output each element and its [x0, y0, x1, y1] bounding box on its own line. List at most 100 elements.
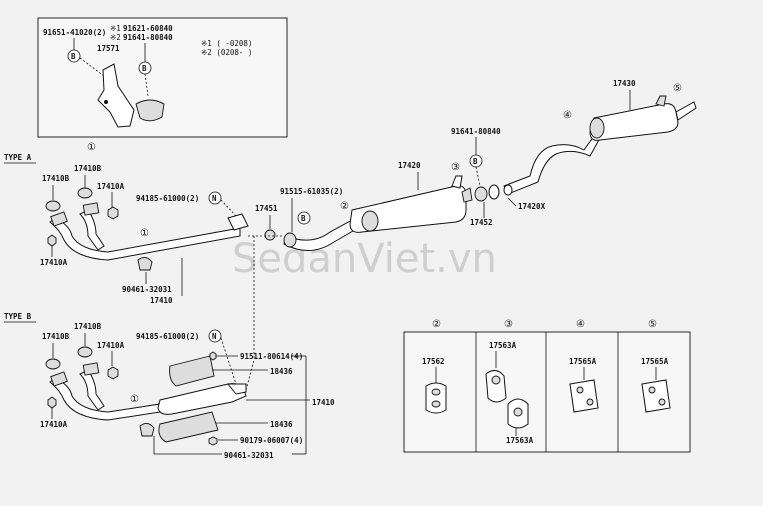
part-label: 17410A [97, 182, 125, 191]
heat-shield-upper-icon [169, 355, 215, 387]
rubber-mount-icon [425, 382, 447, 414]
section-title: TYPE B [4, 312, 32, 321]
part-label: 17452 [470, 218, 493, 227]
gasket-icon [77, 346, 93, 358]
heat-shield-lower-icon [158, 411, 219, 443]
bolt-n-badge [208, 329, 222, 343]
part-label: 18436 [270, 420, 293, 429]
hanger-icon [655, 95, 667, 107]
inset-note: ※1 ( -0208) [201, 39, 252, 48]
main-muffler-icon [589, 103, 679, 141]
part-label: 94185-61000(2) [136, 194, 199, 203]
front-pipe-icon [49, 377, 161, 421]
watermark: SedanViet.vn [232, 236, 497, 282]
type-b-section: TYPE B 17410B 17410B 17410A 17410A ① 941… [4, 312, 335, 460]
hanger-icon [461, 187, 473, 203]
part-label: 91515-61035(2) [280, 187, 343, 196]
gasket-icon [77, 187, 93, 199]
part-label: 17410A [40, 258, 68, 267]
note-mark: ※2 [110, 33, 121, 42]
nut-icon [47, 396, 57, 409]
nut-icon [107, 206, 119, 220]
part-label: 91641-80840 [451, 127, 501, 136]
badge-letter: B [473, 157, 478, 166]
part-label: 91651-41020(2) [43, 28, 106, 37]
rubber-mount-icon [569, 379, 599, 413]
clamp-icon [135, 99, 165, 122]
gasket-icon [264, 229, 276, 241]
rubber-mount-icon [485, 370, 507, 403]
clamp-icon [139, 423, 155, 437]
part-label: 17410B [42, 174, 70, 183]
part-label: 17410A [97, 341, 125, 350]
part-label: 90179-06007(4) [240, 436, 303, 445]
part-label: 17410B [74, 164, 102, 173]
mount-table: ② ③ ④ ⑤ 17562 17563A 17563A 17565A 17565… [403, 319, 691, 453]
rubber-mount-icon [641, 379, 671, 413]
circle-number: ⑤ [648, 319, 657, 330]
part-label: 94185-61000(2) [136, 332, 199, 341]
inset-box: 91651-41020(2) 17571 ※1 91621-60840 ※2 9… [37, 17, 288, 153]
bolt-b-badge [67, 49, 81, 63]
badge-letter: B [142, 64, 147, 73]
circle-number: ② [340, 201, 349, 212]
nut-icon [47, 234, 57, 247]
nut-icon [107, 366, 119, 380]
part-label: 91511-80614(4) [240, 352, 303, 361]
part-label: 18436 [270, 367, 293, 376]
tail-pipe-icon [503, 135, 601, 195]
flange-icon [227, 213, 249, 231]
part-label: 17420X [518, 202, 546, 211]
circle-number: ④ [563, 110, 572, 121]
badge-letter: B [301, 214, 306, 223]
section-title: TYPE A [4, 153, 32, 162]
part-label: 90461-32031 [122, 285, 172, 294]
gasket-icon [45, 358, 61, 370]
bolt-icon [208, 436, 218, 446]
circle-number: ⑤ [673, 83, 682, 94]
part-label: 17565A [641, 357, 669, 366]
part-label: 90461-32031 [224, 451, 274, 460]
part-label: 17451 [255, 204, 278, 213]
clamp-icon [137, 257, 153, 271]
circle-number: ① [140, 228, 149, 239]
part-label: 17563A [489, 341, 517, 350]
bolt-n-badge [208, 191, 222, 205]
bolt-b-badge [297, 211, 311, 225]
circle-number: ③ [504, 319, 513, 330]
gasket-icon [45, 200, 61, 212]
badge-letter: N [212, 194, 217, 203]
front-pipe-branch-icon [79, 369, 105, 411]
bracket-icon [97, 63, 135, 128]
part-label: 17430 [613, 79, 636, 88]
bolt-icon [209, 351, 217, 361]
part-label: 17563A [506, 436, 534, 445]
part-label: 17562 [422, 357, 445, 366]
circle-number: ③ [451, 162, 460, 173]
gasket-icon [474, 186, 488, 202]
part-label: 17571 [97, 44, 120, 53]
part-label: 17410 [150, 296, 173, 305]
part-label: 17410A [40, 420, 68, 429]
circle-number: ① [87, 142, 96, 153]
part-label: 91621-60840 [123, 24, 173, 33]
inset-note: ※2 (0208- ) [201, 48, 252, 57]
part-label: 17410B [42, 332, 70, 341]
circle-number: ② [432, 319, 441, 330]
badge-letter: B [71, 52, 76, 61]
type-a-section: TYPE A 17410B 17410B 17410A 17410A ① 904… [4, 79, 697, 360]
front-pipe-branch-icon [79, 209, 105, 251]
circle-number: ④ [576, 319, 585, 330]
part-label: 17410B [74, 322, 102, 331]
note-mark: ※1 [110, 24, 121, 33]
badge-letter: N [212, 332, 217, 341]
front-pipe-icon [49, 217, 241, 261]
circle-number: ① [130, 394, 139, 405]
part-label: 17410 [312, 398, 335, 407]
part-label: 17565A [569, 357, 597, 366]
part-label: 17420 [398, 161, 421, 170]
part-label: 91641-80840 [123, 33, 173, 42]
center-muffler-icon [349, 185, 467, 233]
